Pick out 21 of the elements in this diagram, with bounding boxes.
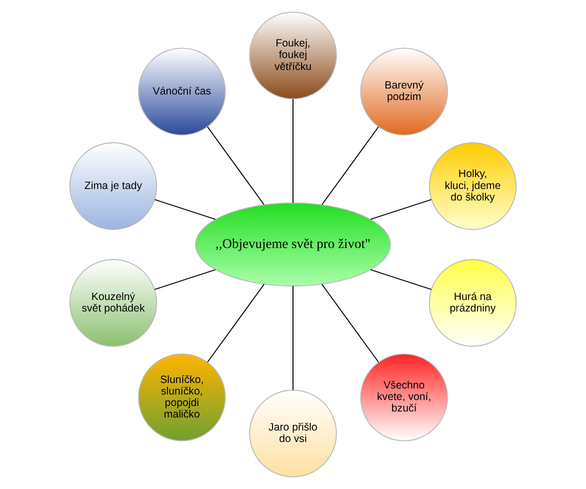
node-circle: Vánoční čas: [138, 48, 226, 136]
node-circle: Zima je tady: [69, 142, 158, 230]
connector: [206, 126, 265, 206]
node-circle: Holky, kluci, jdeme do školky: [428, 142, 517, 230]
node-circle: Foukej, foukej větříčku: [249, 12, 337, 100]
node-circle: Všechno kvete, voní, bzučí: [360, 354, 448, 442]
node-circle: Kouzelný svět pohádek: [69, 259, 158, 347]
node-ellipse: ,,Objevujeme svět pro život": [195, 202, 391, 286]
connector: [321, 126, 380, 206]
node-circle: Sluníčko, sluníčko, popojdi maličko: [138, 354, 226, 442]
connector: [292, 286, 294, 390]
node-circle: Barevný podzim: [360, 48, 448, 136]
node-circle: Jaro přišlo do vsi: [249, 390, 337, 478]
connector: [154, 269, 216, 290]
connector: [370, 269, 432, 290]
connector: [292, 98, 294, 204]
connector: [321, 284, 380, 363]
connector: [206, 284, 265, 363]
connector: [154, 199, 216, 220]
node-circle: Hurá na prázdniny: [428, 259, 517, 347]
connector: [370, 199, 432, 220]
